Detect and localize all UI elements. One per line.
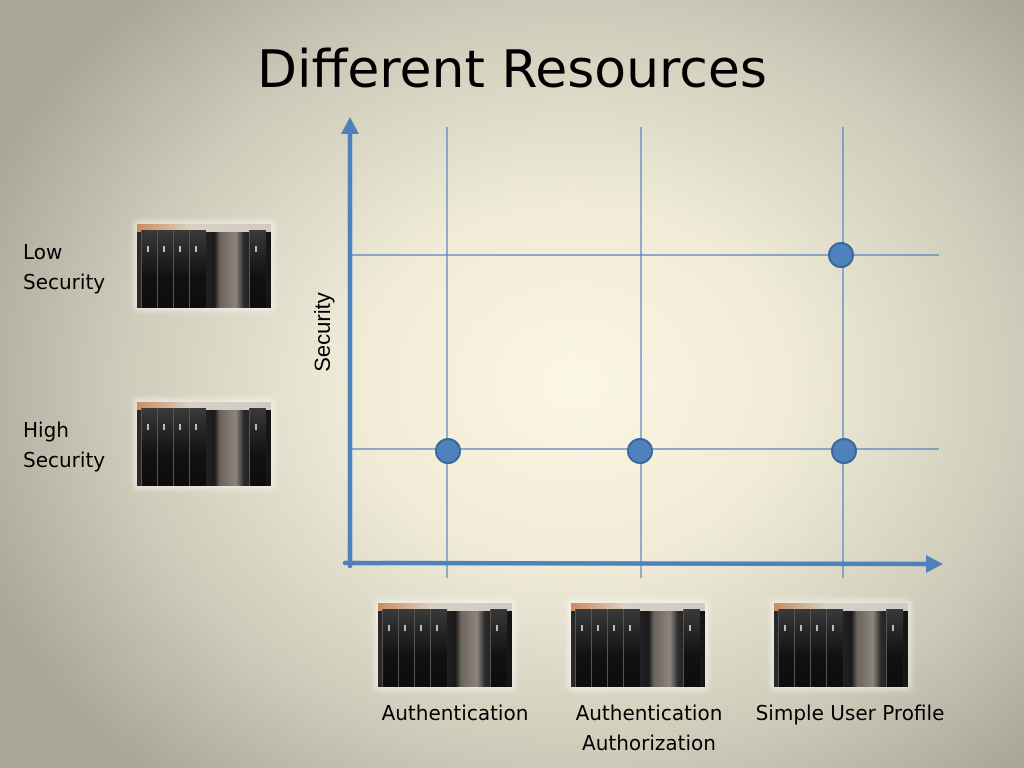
server-rack: [189, 230, 206, 308]
row-label-high-security: High Security: [23, 418, 106, 472]
server-rack: [141, 408, 158, 486]
server-rack: [826, 609, 843, 687]
point-authentication-high-security: [435, 438, 461, 464]
rack-indicator-light: [629, 625, 631, 631]
rack-indicator-light: [163, 246, 165, 252]
server-rack: [189, 408, 206, 486]
rack-indicator-light: [784, 625, 786, 631]
slide-title: Different Resources: [257, 40, 767, 100]
server-rack: [778, 609, 795, 687]
server-rack: [575, 609, 592, 687]
rack-indicator-light: [147, 246, 149, 252]
rack-indicator-light: [195, 424, 197, 430]
rack-indicator-light: [816, 625, 818, 631]
server-room-image-low-security: [137, 224, 271, 308]
server-rack: [607, 609, 624, 687]
rack-indicator-light: [420, 625, 422, 631]
server-room-image-high-security: [137, 402, 271, 486]
server-rack: [683, 609, 700, 687]
server-rack: [794, 609, 811, 687]
server-rack: [886, 609, 903, 687]
server-rack: [141, 230, 158, 308]
ceiling-strip: [774, 603, 908, 611]
server-rack: [591, 609, 608, 687]
rack-indicator-light: [255, 424, 257, 430]
rack-indicator-light: [436, 625, 438, 631]
rack-indicator-light: [179, 424, 181, 430]
server-rack: [157, 230, 174, 308]
rack-indicator-light: [800, 625, 802, 631]
ceiling-strip: [378, 603, 512, 611]
rack-indicator-light: [255, 246, 257, 252]
rack-indicator-light: [388, 625, 390, 631]
rack-indicator-light: [689, 625, 691, 631]
rack-indicator-light: [581, 625, 583, 631]
rack-indicator-light: [613, 625, 615, 631]
row-label-low-security: Low Security: [23, 240, 106, 294]
rack-indicator-light: [496, 625, 498, 631]
x-axis-arrowhead: [926, 555, 943, 573]
rack-indicator-light: [163, 424, 165, 430]
y-axis-arrowhead: [341, 117, 359, 134]
point-simple-user-profile-low-security: [828, 242, 854, 268]
rack-indicator-light: [404, 625, 406, 631]
server-room-image-authentication: [378, 603, 512, 687]
x-axis-arrow: [342, 560, 937, 567]
server-rack: [382, 609, 399, 687]
rack-indicator-light: [179, 246, 181, 252]
ceiling-strip: [137, 402, 271, 410]
server-rack: [173, 230, 190, 308]
column-label-authentication: Authentication: [381, 701, 529, 725]
point-authentication-authorization-high-security: [627, 438, 653, 464]
point-simple-user-profile-high-security: [831, 438, 857, 464]
server-rack: [414, 609, 431, 687]
ceiling-strip: [137, 224, 271, 232]
ceiling-strip: [571, 603, 705, 611]
server-room-image-simple-user-profile: [774, 603, 908, 687]
server-rack: [249, 408, 266, 486]
server-rack: [173, 408, 190, 486]
server-rack: [157, 408, 174, 486]
rack-indicator-light: [147, 424, 149, 430]
server-rack: [490, 609, 507, 687]
server-rack: [623, 609, 640, 687]
server-rack: [249, 230, 266, 308]
server-rack: [810, 609, 827, 687]
column-label-simple-user-profile: Simple User Profile: [755, 701, 945, 725]
column-label-authentication-authorization: Authentication Authorization: [575, 701, 723, 755]
rack-indicator-light: [195, 246, 197, 252]
rack-indicator-light: [597, 625, 599, 631]
rack-indicator-light: [892, 625, 894, 631]
server-rack: [430, 609, 447, 687]
server-room-image-authentication-authorization: [571, 603, 705, 687]
rack-indicator-light: [832, 625, 834, 631]
server-rack: [398, 609, 415, 687]
